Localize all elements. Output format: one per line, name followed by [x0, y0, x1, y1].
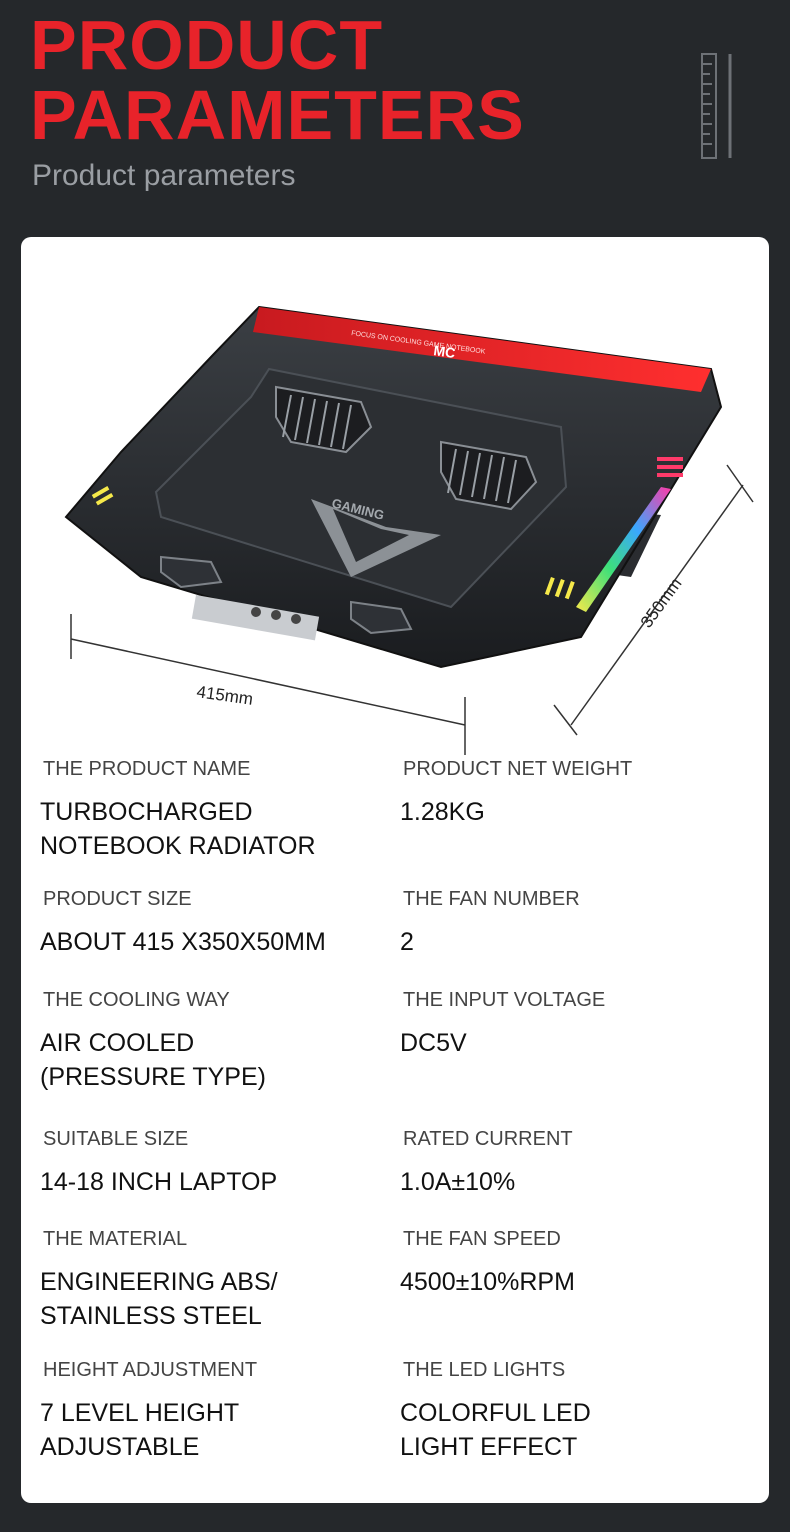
- parameter-item: PRODUCT SIZE ABOUT 415 X350X50MM: [40, 887, 380, 959]
- header: PRODUCT PARAMETERS Product parameters: [0, 0, 790, 236]
- parameter-label: THE FAN SPEED: [403, 1228, 561, 1250]
- parameter-item: THE INPUT VOLTAGE DC5V: [400, 988, 740, 1060]
- depth-dimension-line: [553, 464, 754, 736]
- parameter-value: DC5V: [400, 1029, 467, 1057]
- fan-right-icon: [440, 440, 538, 511]
- parameter-label: THE COOLING WAY: [43, 989, 230, 1011]
- parameter-value: 2: [400, 928, 414, 956]
- parameter-value: 1.0A±10%: [400, 1168, 516, 1196]
- parameter-label: RATED CURRENT: [403, 1128, 573, 1150]
- parameter-item: RATED CURRENT 1.0A±10%: [400, 1127, 740, 1199]
- parameter-value: AIR COOLED (PRESSURE TYPE): [40, 1029, 266, 1091]
- parameter-label: HEIGHT ADJUSTMENT: [43, 1359, 258, 1381]
- fan-left-icon: [275, 385, 373, 454]
- parameter-value: COLORFUL LED LIGHT EFFECT: [400, 1399, 591, 1461]
- parameter-item: THE COOLING WAY AIR COOLED (PRESSURE TYP…: [40, 988, 380, 1094]
- parameter-item: THE LED LIGHTS COLORFUL LED LIGHT EFFECT: [400, 1358, 740, 1464]
- parameter-item: THE FAN SPEED 4500±10%RPM: [400, 1227, 740, 1299]
- parameter-value: 4500±10%RPM: [400, 1268, 575, 1296]
- parameter-item: SUITABLE SIZE 14-18 INCH LAPTOP: [40, 1127, 380, 1199]
- parameter-label: THE FAN NUMBER: [403, 888, 580, 910]
- width-dimension-label: 415mm: [195, 682, 254, 709]
- parameter-item: HEIGHT ADJUSTMENT 7 LEVEL HEIGHT ADJUSTA…: [40, 1358, 380, 1464]
- parameter-label: THE LED LIGHTS: [403, 1359, 566, 1381]
- parameter-value: 1.28KG: [400, 798, 485, 826]
- parameter-item: THE FAN NUMBER 2: [400, 887, 740, 959]
- page-title: PRODUCT PARAMETERS: [30, 10, 525, 150]
- parameter-label: SUITABLE SIZE: [43, 1128, 189, 1150]
- ruler-decoration-icon: [701, 53, 732, 159]
- page-subtitle: Product parameters: [32, 159, 296, 192]
- parameter-label: PRODUCT NET WEIGHT: [403, 758, 633, 780]
- parameter-item: THE PRODUCT NAME TURBOCHARGED NOTEBOOK R…: [40, 757, 380, 863]
- width-dimension-line: [70, 614, 466, 755]
- parameter-label: THE MATERIAL: [43, 1228, 188, 1250]
- parameter-value: ENGINEERING ABS/ STAINLESS STEEL: [40, 1268, 278, 1330]
- parameter-value: 14-18 INCH LAPTOP: [40, 1168, 278, 1196]
- parameter-value: 7 LEVEL HEIGHT ADJUSTABLE: [40, 1399, 240, 1461]
- brand-mark: MC: [433, 342, 457, 361]
- parameter-label: THE INPUT VOLTAGE: [403, 989, 606, 1011]
- parameter-label: PRODUCT SIZE: [43, 888, 192, 910]
- parameter-value: ABOUT 415 X350X50MM: [40, 928, 326, 956]
- parameter-label: THE PRODUCT NAME: [43, 758, 251, 780]
- title-line-1: PRODUCT: [30, 6, 384, 84]
- parameters-card: FOCUS ON COOLING GAME NOTEBOOK MC GAMING: [21, 237, 769, 1503]
- parameter-item: PRODUCT NET WEIGHT 1.28KG: [400, 757, 740, 829]
- parameter-value: TURBOCHARGED NOTEBOOK RADIATOR: [40, 798, 316, 860]
- parameter-item: THE MATERIAL ENGINEERING ABS/ STAINLESS …: [40, 1227, 380, 1333]
- cooling-pad-illustration: FOCUS ON COOLING GAME NOTEBOOK MC GAMING: [64, 305, 754, 755]
- depth-dimension-label: 350mm: [637, 574, 686, 631]
- title-line-2: PARAMETERS: [30, 76, 525, 154]
